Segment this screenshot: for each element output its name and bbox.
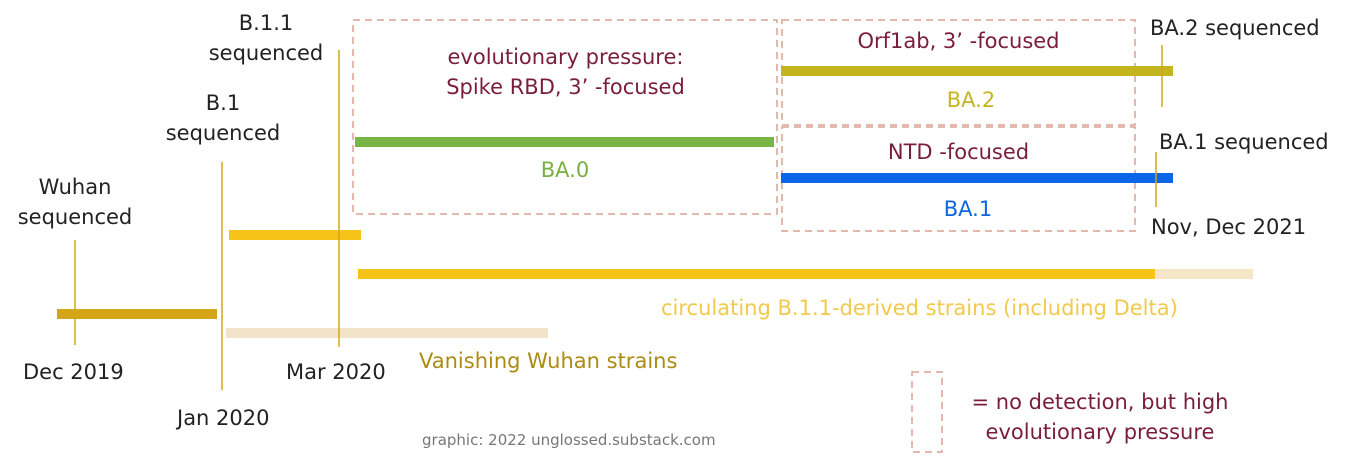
b1-bar	[229, 230, 361, 240]
ba1-sequenced-label: BA.1 sequenced	[1159, 130, 1329, 154]
orf1ab-pressure-label: Orf1ab, 3’ -focused	[857, 29, 1060, 53]
legend-line1: = no detection, but high	[971, 390, 1229, 414]
b11-sequenced-line2: sequenced	[208, 41, 324, 65]
legend-line2: evolutionary pressure	[985, 420, 1215, 444]
b11-sequenced-label: B.1.1 sequenced	[201, 8, 331, 68]
legend-text: = no detection, but high evolutionary pr…	[955, 387, 1245, 447]
b1-sequenced-line1: B.1	[205, 91, 241, 115]
wuhan-sequenced-line2: sequenced	[17, 205, 133, 229]
vanishing-wuhan-bar	[226, 328, 548, 338]
wuhan-sequenced-line1: Wuhan	[38, 175, 112, 199]
circulating-fade-bar	[1150, 269, 1253, 279]
circulating-bar	[358, 269, 1155, 279]
ba0-bar	[355, 137, 774, 147]
spike-pressure-line1: evolutionary pressure:	[447, 45, 684, 69]
ba2-label: BA.2	[946, 88, 996, 112]
wuhan-sequenced-label: Wuhan sequenced	[10, 172, 140, 232]
ba1-label: BA.1	[943, 197, 993, 221]
mar-2020-label: Mar 2020	[286, 360, 386, 384]
b11-sequenced-line1: B.1.1	[238, 11, 294, 35]
spike-pressure-line2: Spike RBD, 3’ -focused	[446, 75, 685, 99]
dec-2019-label: Dec 2019	[23, 360, 124, 384]
jan-2020-label: Jan 2020	[177, 406, 270, 430]
nov-dec-2021-label: Nov, Dec 2021	[1151, 215, 1307, 239]
circulating-strains-label: circulating B.1.1-derived strains (inclu…	[661, 296, 1178, 320]
ba2-sequenced-label: BA.2 sequenced	[1150, 16, 1320, 40]
spike-pressure-label: evolutionary pressure: Spike RBD, 3’ -fo…	[403, 42, 728, 102]
credit-text: graphic: 2022 unglossed.substack.com	[422, 431, 716, 449]
ba2-bar	[781, 66, 1173, 76]
spike-pressure-box	[352, 19, 778, 215]
ntd-pressure-label: NTD -focused	[887, 140, 1030, 164]
ba0-label: BA.0	[540, 158, 590, 182]
ba1-bar	[781, 173, 1173, 183]
legend-dashed-box	[911, 371, 943, 453]
b1-sequenced-line2: sequenced	[165, 121, 281, 145]
b1-sequenced-label: B.1 sequenced	[158, 88, 288, 148]
vanishing-wuhan-label: Vanishing Wuhan strains	[419, 349, 678, 373]
wuhan-bar	[57, 309, 217, 319]
